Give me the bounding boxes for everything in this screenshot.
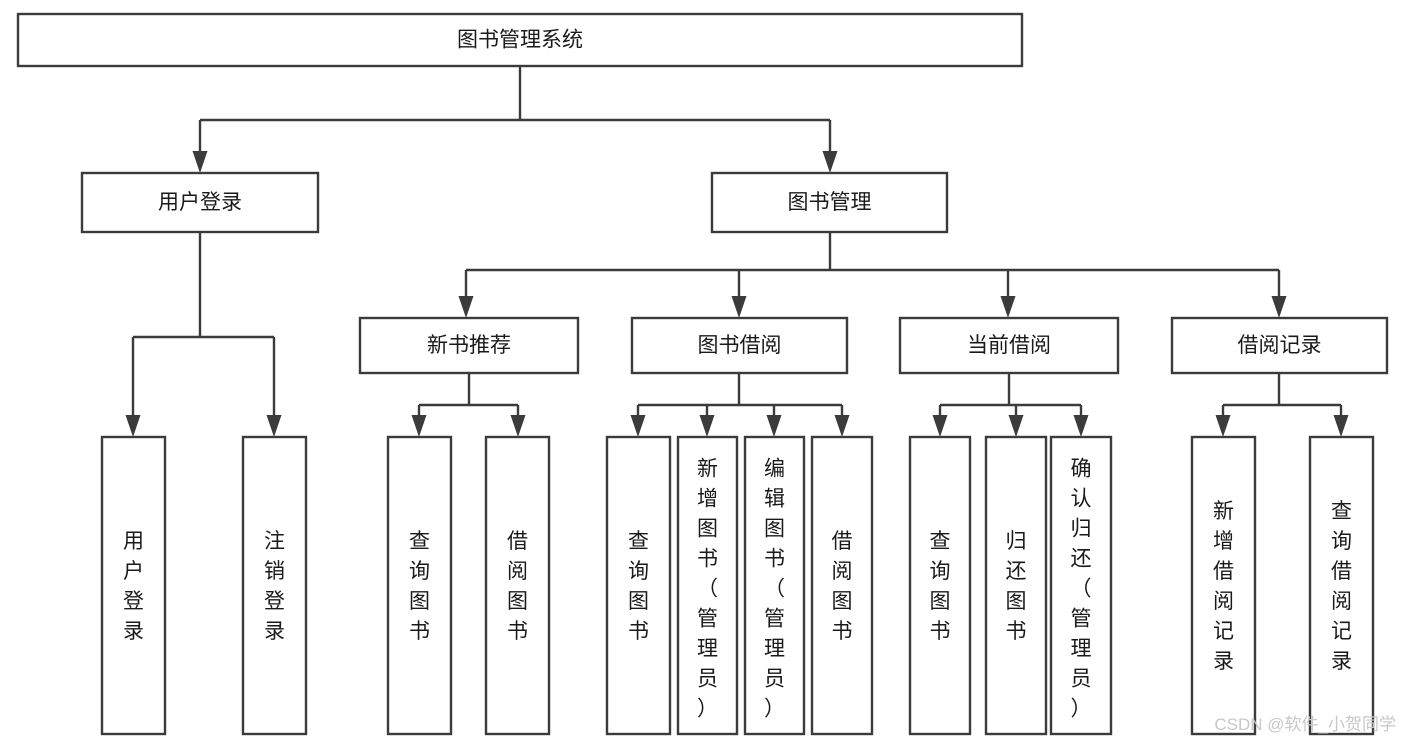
node-book-management[interactable]: 图书管理 <box>710 171 949 234</box>
node-box <box>908 435 972 736</box>
node-box <box>358 316 580 375</box>
connector-edge-root-split <box>192 66 838 173</box>
node-box <box>16 12 1024 68</box>
node-box <box>1308 435 1375 736</box>
node-box <box>605 435 672 736</box>
node-box <box>386 435 453 736</box>
node-box <box>241 435 308 736</box>
node-new-book-recommend[interactable]: 新书推荐 <box>358 316 580 375</box>
node-borrow-record[interactable]: 借阅记录 <box>1170 316 1389 375</box>
node-label: 借阅记录 <box>1238 334 1322 357</box>
node-label: 借阅图书 <box>832 530 853 643</box>
connector-edge-borrowrecord-split <box>1215 373 1349 437</box>
node-label: 新增图书（管理员） <box>697 458 718 721</box>
node-leaf-query-book-borrow[interactable]: 查询图书 <box>605 435 672 736</box>
node-leaf-user-login[interactable]: 用户登录 <box>100 435 167 736</box>
node-leaf-add-book-admin[interactable]: 新增图书（管理员） <box>676 435 739 736</box>
node-box <box>1049 435 1113 736</box>
node-root[interactable]: 图书管理系统 <box>16 12 1024 68</box>
node-leaf-confirm-return-admin[interactable]: 确认归还（管理员） <box>1049 435 1113 736</box>
node-box <box>898 316 1120 375</box>
connector-edge-userlogin-split <box>125 232 282 437</box>
node-label: 归还图书 <box>1006 530 1027 643</box>
node-label: 图书借阅 <box>698 334 782 357</box>
node-label: 查询借阅记录 <box>1331 500 1352 673</box>
node-label: 用户登录 <box>123 530 144 643</box>
node-box <box>630 316 849 375</box>
node-box <box>743 435 806 736</box>
watermark-label: CSDN @软件_小贺同学 <box>1214 715 1396 734</box>
node-box <box>1190 435 1257 736</box>
node-leaf-return-book[interactable]: 归还图书 <box>984 435 1048 736</box>
node-leaf-edit-book-admin[interactable]: 编辑图书（管理员） <box>743 435 806 736</box>
node-box <box>984 435 1048 736</box>
nodes-layer: 图书管理系统用户登录图书管理新书推荐图书借阅当前借阅借阅记录用户登录注销登录查询… <box>16 12 1389 736</box>
node-label: 新增借阅记录 <box>1213 500 1234 673</box>
node-label: 图书管理系统 <box>457 29 583 52</box>
node-leaf-query-book-current[interactable]: 查询图书 <box>908 435 972 736</box>
connector-edge-recommend-split <box>411 373 526 437</box>
node-box <box>810 435 874 736</box>
node-box <box>676 435 739 736</box>
node-leaf-add-borrow-record[interactable]: 新增借阅记录 <box>1190 435 1257 736</box>
node-current-borrow[interactable]: 当前借阅 <box>898 316 1120 375</box>
node-label: 借阅图书 <box>507 530 528 643</box>
connector-edge-currentborrow-split <box>932 373 1089 437</box>
connectors-layer <box>125 66 1349 437</box>
node-label: 图书管理 <box>788 191 872 214</box>
connector-edge-bookborrow-split <box>630 373 850 437</box>
node-label: 查询图书 <box>628 530 649 643</box>
node-leaf-query-borrow-record[interactable]: 查询借阅记录 <box>1308 435 1375 736</box>
node-user-login[interactable]: 用户登录 <box>80 171 320 234</box>
node-label: 查询图书 <box>409 530 430 643</box>
node-book-borrow[interactable]: 图书借阅 <box>630 316 849 375</box>
node-label: 编辑图书（管理员） <box>764 458 785 721</box>
node-label: 当前借阅 <box>967 334 1051 357</box>
node-leaf-borrow-book[interactable]: 借阅图书 <box>810 435 874 736</box>
node-box <box>484 435 551 736</box>
node-box <box>100 435 167 736</box>
node-leaf-borrow-book-recommend[interactable]: 借阅图书 <box>484 435 551 736</box>
node-label: 确认归还（管理员） <box>1071 458 1092 721</box>
node-label: 注销登录 <box>264 530 285 643</box>
connector-edge-bookmgmt-split <box>458 232 1287 318</box>
node-box <box>1170 316 1389 375</box>
node-label: 查询图书 <box>930 530 951 643</box>
node-label: 用户登录 <box>158 191 242 214</box>
node-label: 新书推荐 <box>427 334 511 357</box>
node-box <box>710 171 949 234</box>
node-leaf-query-book-recommend[interactable]: 查询图书 <box>386 435 453 736</box>
node-box <box>80 171 320 234</box>
node-leaf-logout-login[interactable]: 注销登录 <box>241 435 308 736</box>
